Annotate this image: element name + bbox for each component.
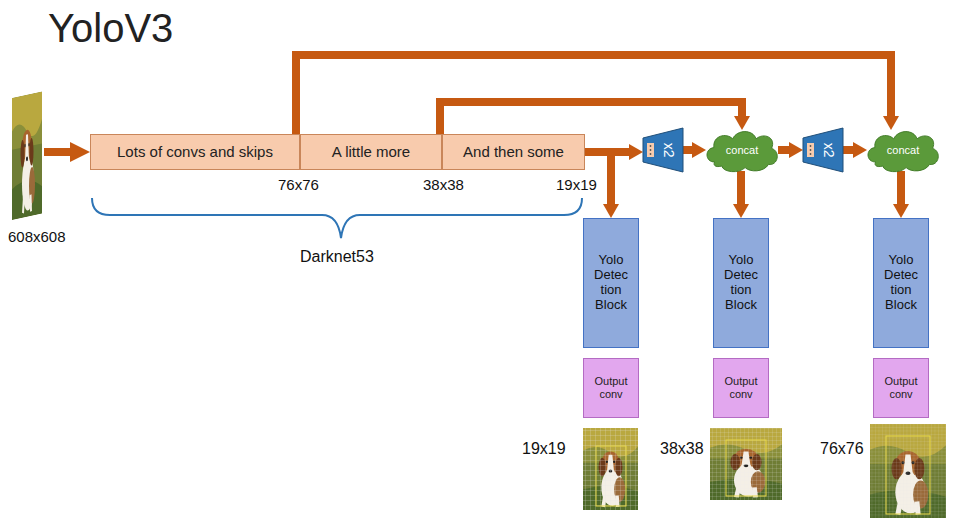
- tensor-dot: [810, 145, 812, 147]
- tensor-dot: [650, 149, 652, 151]
- block-text: Lots of convs and skips: [117, 143, 273, 160]
- grid-overlay: [870, 424, 946, 518]
- input-arrow: [44, 148, 72, 156]
- trapezoid-shape: [803, 128, 843, 172]
- upsample-trapezoid: x2: [803, 128, 843, 172]
- backbone-block: A little more: [300, 134, 442, 170]
- input-photo: [12, 92, 42, 220]
- tensor-dot: [650, 145, 652, 147]
- block-text: Yolo Detec tion Block: [587, 253, 635, 313]
- cloud-shape: [707, 132, 777, 172]
- output-photo: [583, 428, 638, 510]
- block-text: A little more: [332, 143, 410, 160]
- detection-block: Yolo Detec tion Block: [583, 218, 639, 348]
- upsample-factor: x2: [821, 143, 837, 158]
- concat-cloud: concat: [864, 126, 942, 174]
- output-photo: [870, 424, 946, 518]
- cloud-shape: [868, 132, 938, 172]
- grid-overlay: [710, 428, 782, 500]
- image-size: 608x608: [8, 228, 66, 245]
- feature-size: 38x38: [423, 176, 464, 193]
- flow-arrow: [683, 146, 692, 154]
- tensor-icon: [647, 143, 654, 157]
- block-text: Output conv: [587, 375, 635, 400]
- block-text: Yolo Detec tion Block: [717, 253, 765, 313]
- upsample-factor: x2: [661, 143, 677, 158]
- backbone-block: Lots of convs and skips: [90, 134, 300, 170]
- input-arrowhead: [70, 142, 90, 162]
- output-photo: [870, 424, 946, 518]
- concat-cloud: concat: [703, 126, 781, 174]
- flow-arrow: [843, 146, 853, 154]
- output-conv-box: Output conv: [713, 358, 769, 418]
- diagram-title: YoloV3: [48, 6, 173, 51]
- grid-size: 19x19: [522, 440, 566, 458]
- output-conv-box: Output conv: [873, 358, 929, 418]
- block-text: Yolo Detec tion Block: [877, 253, 925, 313]
- backbone-name: Darknet53: [300, 248, 374, 266]
- flow-arrow: [737, 171, 745, 204]
- curly-bracket: [92, 198, 582, 238]
- output-conv-box: Output conv: [583, 358, 639, 418]
- bounding-box: [886, 436, 930, 514]
- backbone-block: And then some: [442, 134, 585, 170]
- block-text: Output conv: [877, 375, 925, 400]
- feature-size: 19x19: [556, 176, 597, 193]
- grid-size: 76x76: [820, 440, 864, 458]
- block-text: And then some: [463, 143, 564, 160]
- grid-overlay: [583, 428, 638, 510]
- tensor-dot: [810, 149, 812, 151]
- bounding-box: [726, 440, 766, 496]
- tensor-icon: [807, 143, 814, 157]
- tensor-dot: [810, 153, 812, 155]
- trapezoid-shape: [643, 128, 683, 172]
- bounding-box: [596, 446, 626, 506]
- output-photo: [710, 428, 782, 500]
- flow-arrow: [897, 171, 905, 204]
- flow-arrow: [440, 102, 742, 134]
- output-photo: [583, 428, 638, 510]
- detection-block: Yolo Detec tion Block: [713, 218, 769, 348]
- output-photo: [710, 428, 782, 500]
- operation-name: concat: [726, 144, 758, 157]
- grid-size: 38x38: [660, 440, 704, 458]
- tensor-dot: [650, 153, 652, 155]
- operation-name: concat: [887, 144, 919, 157]
- feature-size: 76x76: [278, 176, 319, 193]
- input-photo: [12, 92, 42, 220]
- detection-block: Yolo Detec tion Block: [873, 218, 929, 348]
- block-text: Output conv: [717, 375, 765, 400]
- upsample-trapezoid: x2: [643, 128, 683, 172]
- flow-arrow: [778, 146, 789, 154]
- flow-arrow: [296, 55, 891, 134]
